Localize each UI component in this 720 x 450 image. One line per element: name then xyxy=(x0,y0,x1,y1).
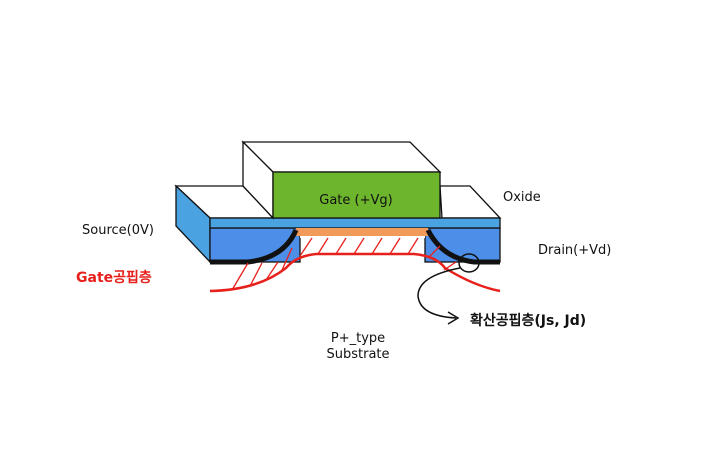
gate-label: Gate (+Vg) xyxy=(319,193,392,208)
gate-top xyxy=(241,141,442,173)
source-junction-arc xyxy=(210,228,299,265)
arrow-head-icon xyxy=(447,311,460,325)
gate-depletion-label: Gate공핍층 xyxy=(76,269,152,286)
substrate-label-line2: Substrate xyxy=(326,347,389,362)
drain-top xyxy=(439,185,502,219)
arrow-curve xyxy=(417,267,461,319)
gate-block xyxy=(272,171,441,219)
drain-label: Drain(+Vd) xyxy=(538,243,611,258)
diffusion-depletion-label: 확산공핍층(Js, Jd) xyxy=(470,312,586,329)
depletion-boundary xyxy=(209,252,501,293)
oxide-layer xyxy=(209,217,501,229)
source-label: Source(0V) xyxy=(82,223,154,238)
oxide-label: Oxide xyxy=(503,190,541,205)
channel xyxy=(296,228,428,236)
depletion-hatching xyxy=(231,237,457,291)
diffusion-depletion-marker xyxy=(458,253,480,273)
drain-junction-arc xyxy=(425,228,500,265)
substrate-label-line1: P+_type xyxy=(331,331,385,346)
